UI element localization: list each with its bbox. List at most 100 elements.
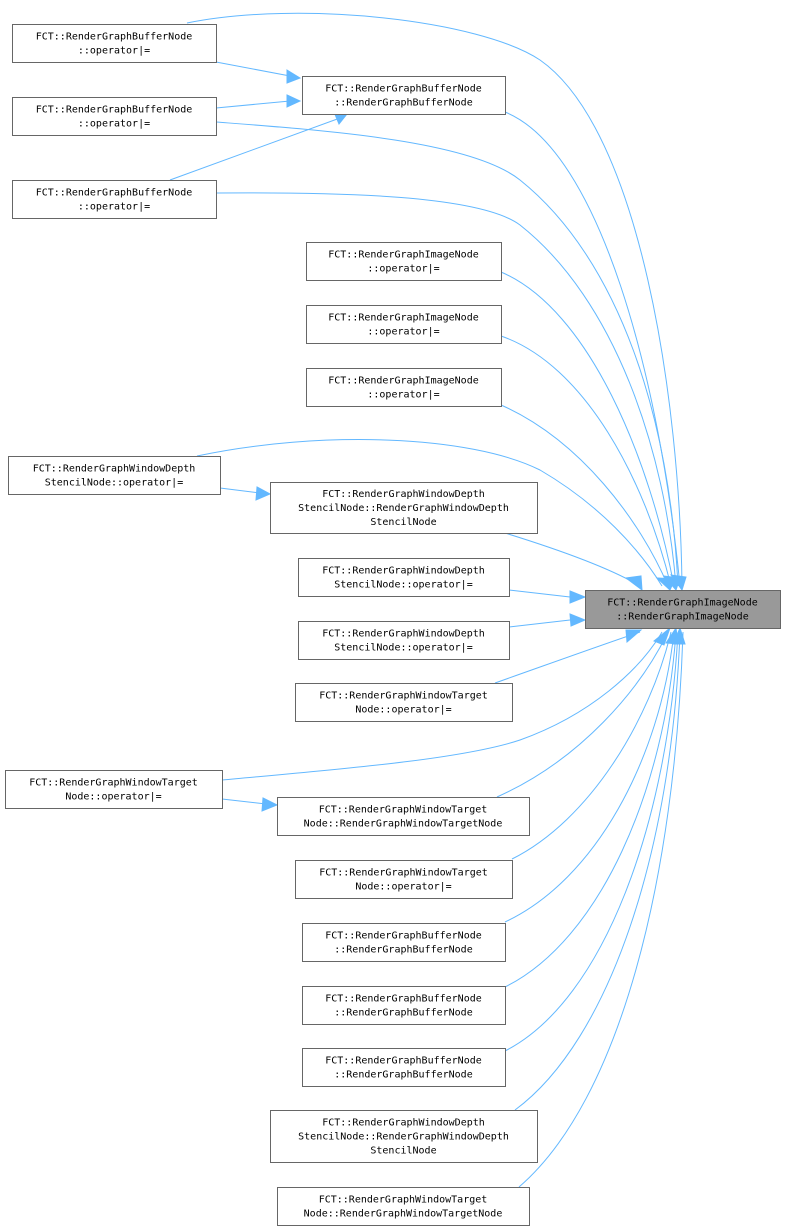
edge-n6: [500, 335, 672, 587]
edge-n4: [215, 192, 677, 587]
graph-node-n4[interactable]: FCT::RenderGraphBufferNode::operator|=: [12, 180, 217, 219]
graph-node-n20[interactable]: FCT::RenderGraphWindowTargetNode::Render…: [277, 1187, 530, 1226]
node-label-line: FCT::RenderGraphBufferNode: [36, 188, 193, 199]
node-label-line: ::operator|=: [78, 46, 150, 57]
graph-node-n7[interactable]: FCT::RenderGraphImageNode::operator|=: [306, 368, 502, 407]
node-label-line: FCT::RenderGraphBufferNode: [36, 105, 193, 116]
edges: [169, 12, 687, 1188]
graph-node-n1[interactable]: FCT::RenderGraphBufferNode::operator|=: [12, 24, 217, 63]
edge-n16: [504, 631, 675, 923]
graph-node-n2[interactable]: FCT::RenderGraphBufferNode::RenderGraphB…: [302, 76, 506, 115]
edge-n3: [215, 121, 679, 587]
graph-node-n15[interactable]: FCT::RenderGraphWindowTargetNode::operat…: [295, 860, 513, 899]
node-label-line: Node::operator|=: [355, 882, 451, 893]
node-box: [298, 621, 510, 660]
node-label-line: ::RenderGraphBufferNode: [334, 1070, 472, 1081]
node-label-line: FCT::RenderGraphBufferNode: [325, 84, 482, 95]
node-label-line: ::operator|=: [367, 264, 439, 275]
graph-node-n3[interactable]: FCT::RenderGraphBufferNode::operator|=: [12, 97, 217, 136]
node-box: [5, 770, 223, 809]
edge-n4-n2: [169, 117, 341, 181]
graph-node-n9[interactable]: FCT::RenderGraphWindowDepthStencilNode::…: [270, 482, 538, 534]
graph-node-n14[interactable]: FCT::RenderGraphWindowTargetNode::Render…: [277, 797, 530, 836]
node-label-line: StencilNode: [370, 517, 436, 528]
node-label-line: FCT::RenderGraphWindowDepth: [322, 629, 485, 640]
node-box: [277, 1187, 530, 1226]
node-label-line: Node::RenderGraphWindowTargetNode: [304, 1209, 503, 1220]
graph-node-n5[interactable]: FCT::RenderGraphImageNode::operator|=: [306, 242, 502, 281]
arrowhead-3: [624, 575, 643, 592]
edge-n10: [508, 589, 571, 598]
graph-node-n13[interactable]: FCT::RenderGraphWindowTargetNode::operat…: [5, 770, 223, 809]
node-label-line: ::RenderGraphBufferNode: [334, 1008, 472, 1019]
arrowhead-5: [569, 613, 587, 627]
node-label-line: Node::operator|=: [65, 792, 161, 803]
node-label-line: FCT::RenderGraphWindowTarget: [319, 805, 488, 816]
node-label-line: FCT::RenderGraphWindowDepth: [33, 464, 196, 475]
arrowhead-7: [653, 626, 672, 646]
edge-n8: [196, 439, 663, 587]
node-label-line: StencilNode: [370, 1146, 436, 1157]
node-box: [8, 456, 221, 495]
graph-node-n8[interactable]: FCT::RenderGraphWindowDepthStencilNode::…: [8, 456, 221, 495]
edge-n13: [221, 631, 663, 781]
node-box: [270, 1110, 538, 1163]
node-box: [12, 24, 217, 63]
edge-n15: [511, 631, 672, 860]
node-label-line: FCT::RenderGraphWindowTarget: [319, 691, 488, 702]
graph-node-n12[interactable]: FCT::RenderGraphWindowTargetNode::operat…: [295, 683, 513, 722]
node-label-line: FCT::RenderGraphImageNode: [328, 250, 479, 261]
arrowhead-13: [255, 486, 272, 501]
arrowhead-6: [625, 629, 643, 644]
node-label-line: FCT::RenderGraphBufferNode: [325, 994, 482, 1005]
node-box: [306, 242, 502, 281]
arrowhead-14: [261, 797, 279, 812]
graph-node-n18[interactable]: FCT::RenderGraphBufferNode::RenderGraphB…: [302, 1048, 506, 1087]
node-label-line: StencilNode::RenderGraphWindowDepth: [298, 1132, 509, 1143]
graph-node-n17[interactable]: FCT::RenderGraphBufferNode::RenderGraphB…: [302, 986, 506, 1025]
edge-n3-n2: [215, 100, 291, 109]
graph-node-n11[interactable]: FCT::RenderGraphWindowDepthStencilNode::…: [298, 621, 510, 660]
node-label-line: FCT::RenderGraphWindowTarget: [319, 868, 488, 879]
arrowhead-9: [672, 626, 686, 645]
arrowhead-10: [286, 69, 302, 84]
nodes: FCT::RenderGraphImageNode::RenderGraphIm…: [5, 24, 781, 1226]
arrowhead-4: [569, 590, 587, 604]
node-box: [302, 923, 506, 962]
node-label-line: ::operator|=: [78, 119, 150, 130]
arrowhead-2: [655, 577, 676, 591]
node-label-line: FCT::RenderGraphWindowDepth: [322, 1118, 485, 1129]
node-label-line: ::RenderGraphBufferNode: [334, 98, 472, 109]
node-label-line: StencilNode::RenderGraphWindowDepth: [298, 503, 509, 514]
graph-node-n6[interactable]: FCT::RenderGraphImageNode::operator|=: [306, 305, 502, 344]
edge-n7: [500, 404, 669, 587]
node-label-line: ::RenderGraphImageNode: [616, 612, 748, 623]
node-label-line: StencilNode::operator|=: [334, 580, 472, 591]
edge-n12: [494, 631, 641, 684]
node-box: [12, 180, 217, 219]
node-box: [295, 683, 513, 722]
node-label-line: FCT::RenderGraphImageNode: [328, 376, 479, 387]
node-label-line: FCT::RenderGraphWindowDepth: [322, 566, 485, 577]
node-box: [302, 76, 506, 115]
edge-n9: [504, 532, 641, 587]
node-label-line: ::RenderGraphBufferNode: [334, 945, 472, 956]
node-label-line: ::operator|=: [78, 202, 150, 213]
node-box: [277, 797, 530, 836]
edge-n14: [496, 631, 669, 798]
edge-n20: [518, 631, 684, 1188]
target-node[interactable]: FCT::RenderGraphImageNode::RenderGraphIm…: [585, 590, 781, 629]
graph-node-n16[interactable]: FCT::RenderGraphBufferNode::RenderGraphB…: [302, 923, 506, 962]
node-label-line: FCT::RenderGraphBufferNode: [325, 931, 482, 942]
node-label-line: FCT::RenderGraphImageNode: [607, 598, 758, 609]
edge-n13-n14: [221, 798, 267, 805]
node-label-line: FCT::RenderGraphBufferNode: [36, 32, 193, 43]
graph-node-n10[interactable]: FCT::RenderGraphWindowDepthStencilNode::…: [298, 558, 510, 597]
node-label-line: FCT::RenderGraphImageNode: [328, 313, 479, 324]
node-box: [298, 558, 510, 597]
node-label-line: FCT::RenderGraphWindowDepth: [322, 489, 485, 500]
edge-n1: [186, 12, 683, 587]
node-box: [302, 986, 506, 1025]
graph-node-n19[interactable]: FCT::RenderGraphWindowDepthStencilNode::…: [270, 1110, 538, 1163]
